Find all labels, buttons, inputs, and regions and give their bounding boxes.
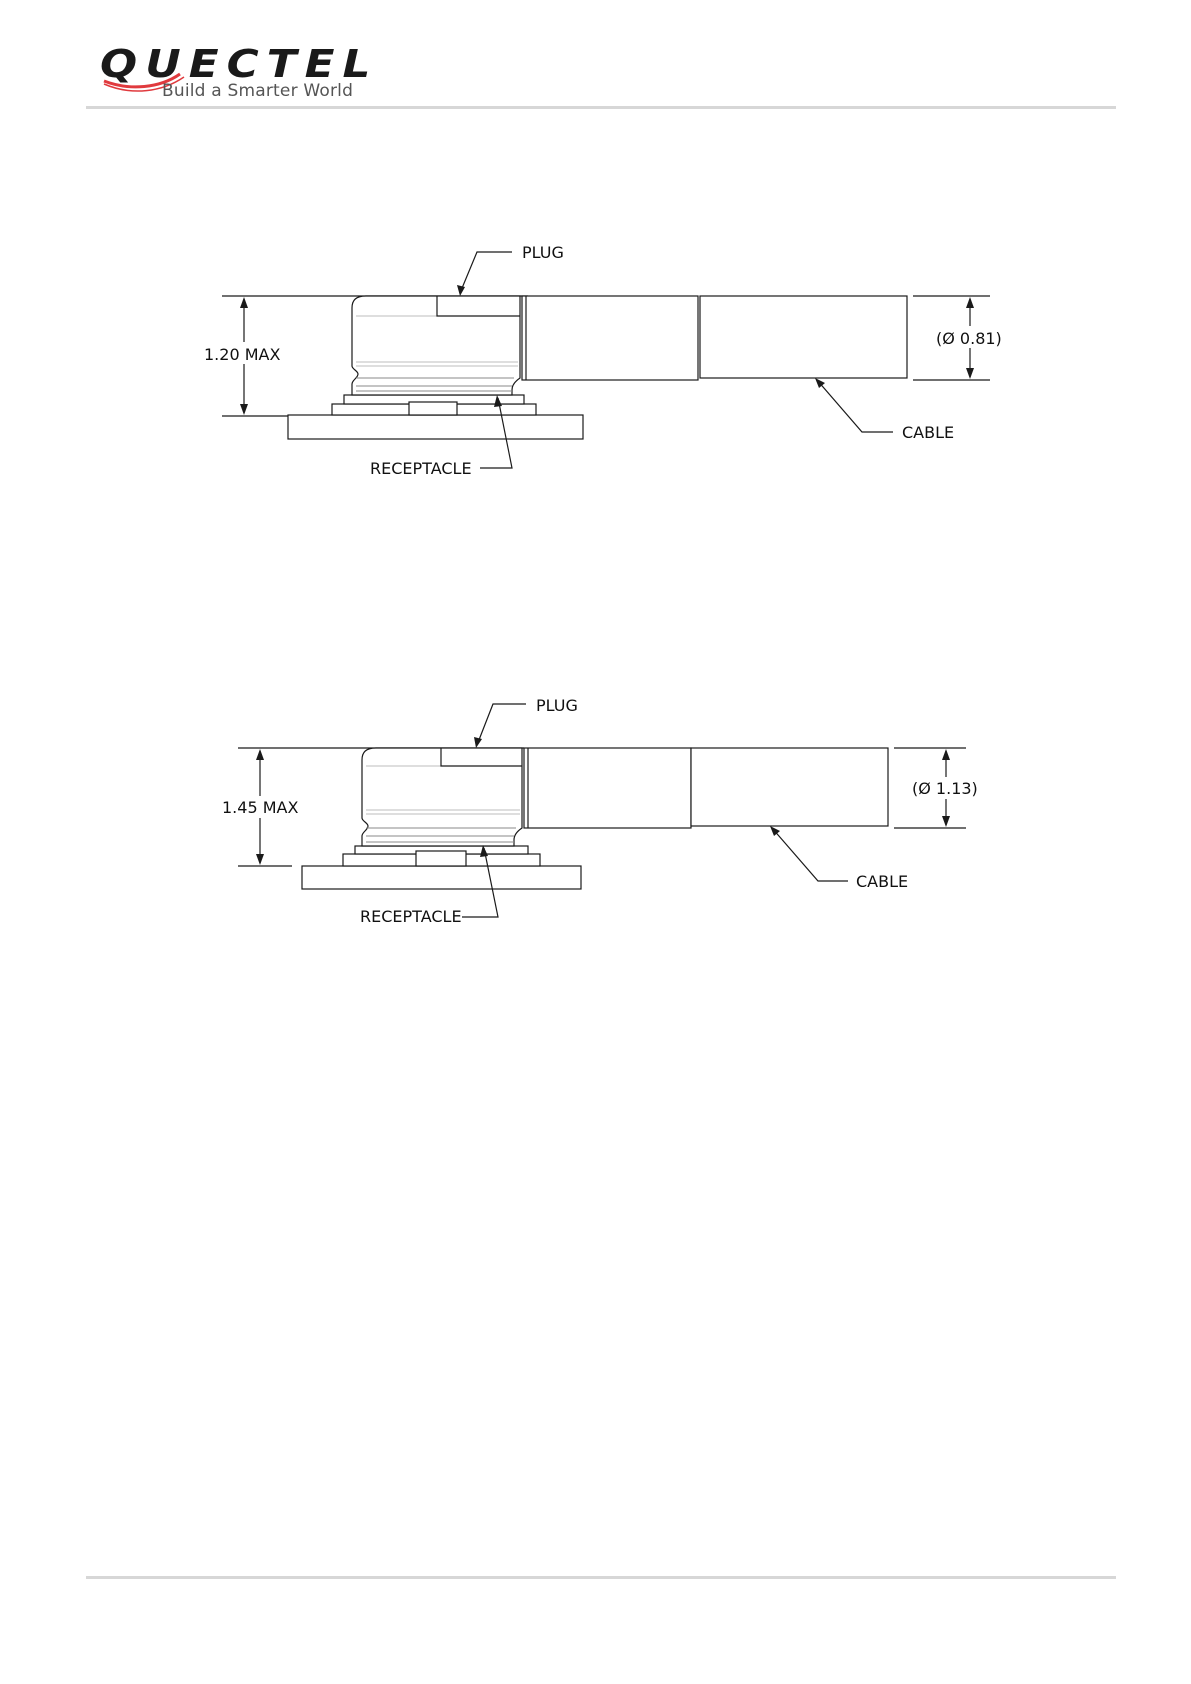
height-arrow-up xyxy=(240,297,248,308)
cable-arrowhead xyxy=(815,378,825,388)
plug-body xyxy=(352,296,520,395)
receptacle-label: RECEPTACLE xyxy=(360,907,462,926)
diameter-label: (Ø 1.13) xyxy=(912,779,978,798)
height-label: 1.20 MAX xyxy=(204,345,280,364)
plug-body xyxy=(362,748,522,846)
cable-ferrule xyxy=(524,748,691,828)
cable-label: CABLE xyxy=(856,872,908,891)
connector-diagram-113: PLUG 1.45 MAX xyxy=(0,680,1191,930)
cable-jacket xyxy=(700,296,907,378)
height-label: 1.45 MAX xyxy=(222,798,298,817)
receptacle-label: RECEPTACLE xyxy=(370,459,472,478)
connector-diagram-081: PLUG 1.20 MAX xyxy=(0,230,1191,480)
plug-label: PLUG xyxy=(536,696,578,715)
height-arrow-down xyxy=(256,854,264,865)
plug-arrowhead xyxy=(474,737,482,748)
cable-leader-line xyxy=(772,828,848,881)
pcb-base xyxy=(288,415,583,439)
logo-wordmark-text: QUECTEL xyxy=(100,42,378,86)
plug-leader-line xyxy=(477,704,526,745)
plug-arrowhead xyxy=(457,285,465,296)
dia-arrow-up xyxy=(966,297,974,308)
height-arrow-up xyxy=(256,749,264,760)
cable-label: CABLE xyxy=(902,423,954,442)
receptacle-center xyxy=(416,851,466,866)
height-arrow-down xyxy=(240,404,248,415)
cable-ferrule xyxy=(522,296,698,380)
cable-arrowhead xyxy=(770,826,780,836)
cable-leader-line xyxy=(817,380,893,432)
dia-arrow-down xyxy=(966,368,974,379)
logo-tagline: Build a Smarter World xyxy=(162,81,353,101)
footer-divider xyxy=(86,1576,1116,1579)
header-divider xyxy=(86,106,1116,109)
plug-leader-line xyxy=(460,252,512,293)
diameter-label: (Ø 0.81) xyxy=(936,329,1002,348)
cable-jacket xyxy=(691,748,888,826)
receptacle-center xyxy=(409,402,457,415)
pcb-base xyxy=(302,866,581,889)
dia-arrow-up xyxy=(942,749,950,760)
plug-label: PLUG xyxy=(522,243,564,262)
dia-arrow-down xyxy=(942,816,950,827)
